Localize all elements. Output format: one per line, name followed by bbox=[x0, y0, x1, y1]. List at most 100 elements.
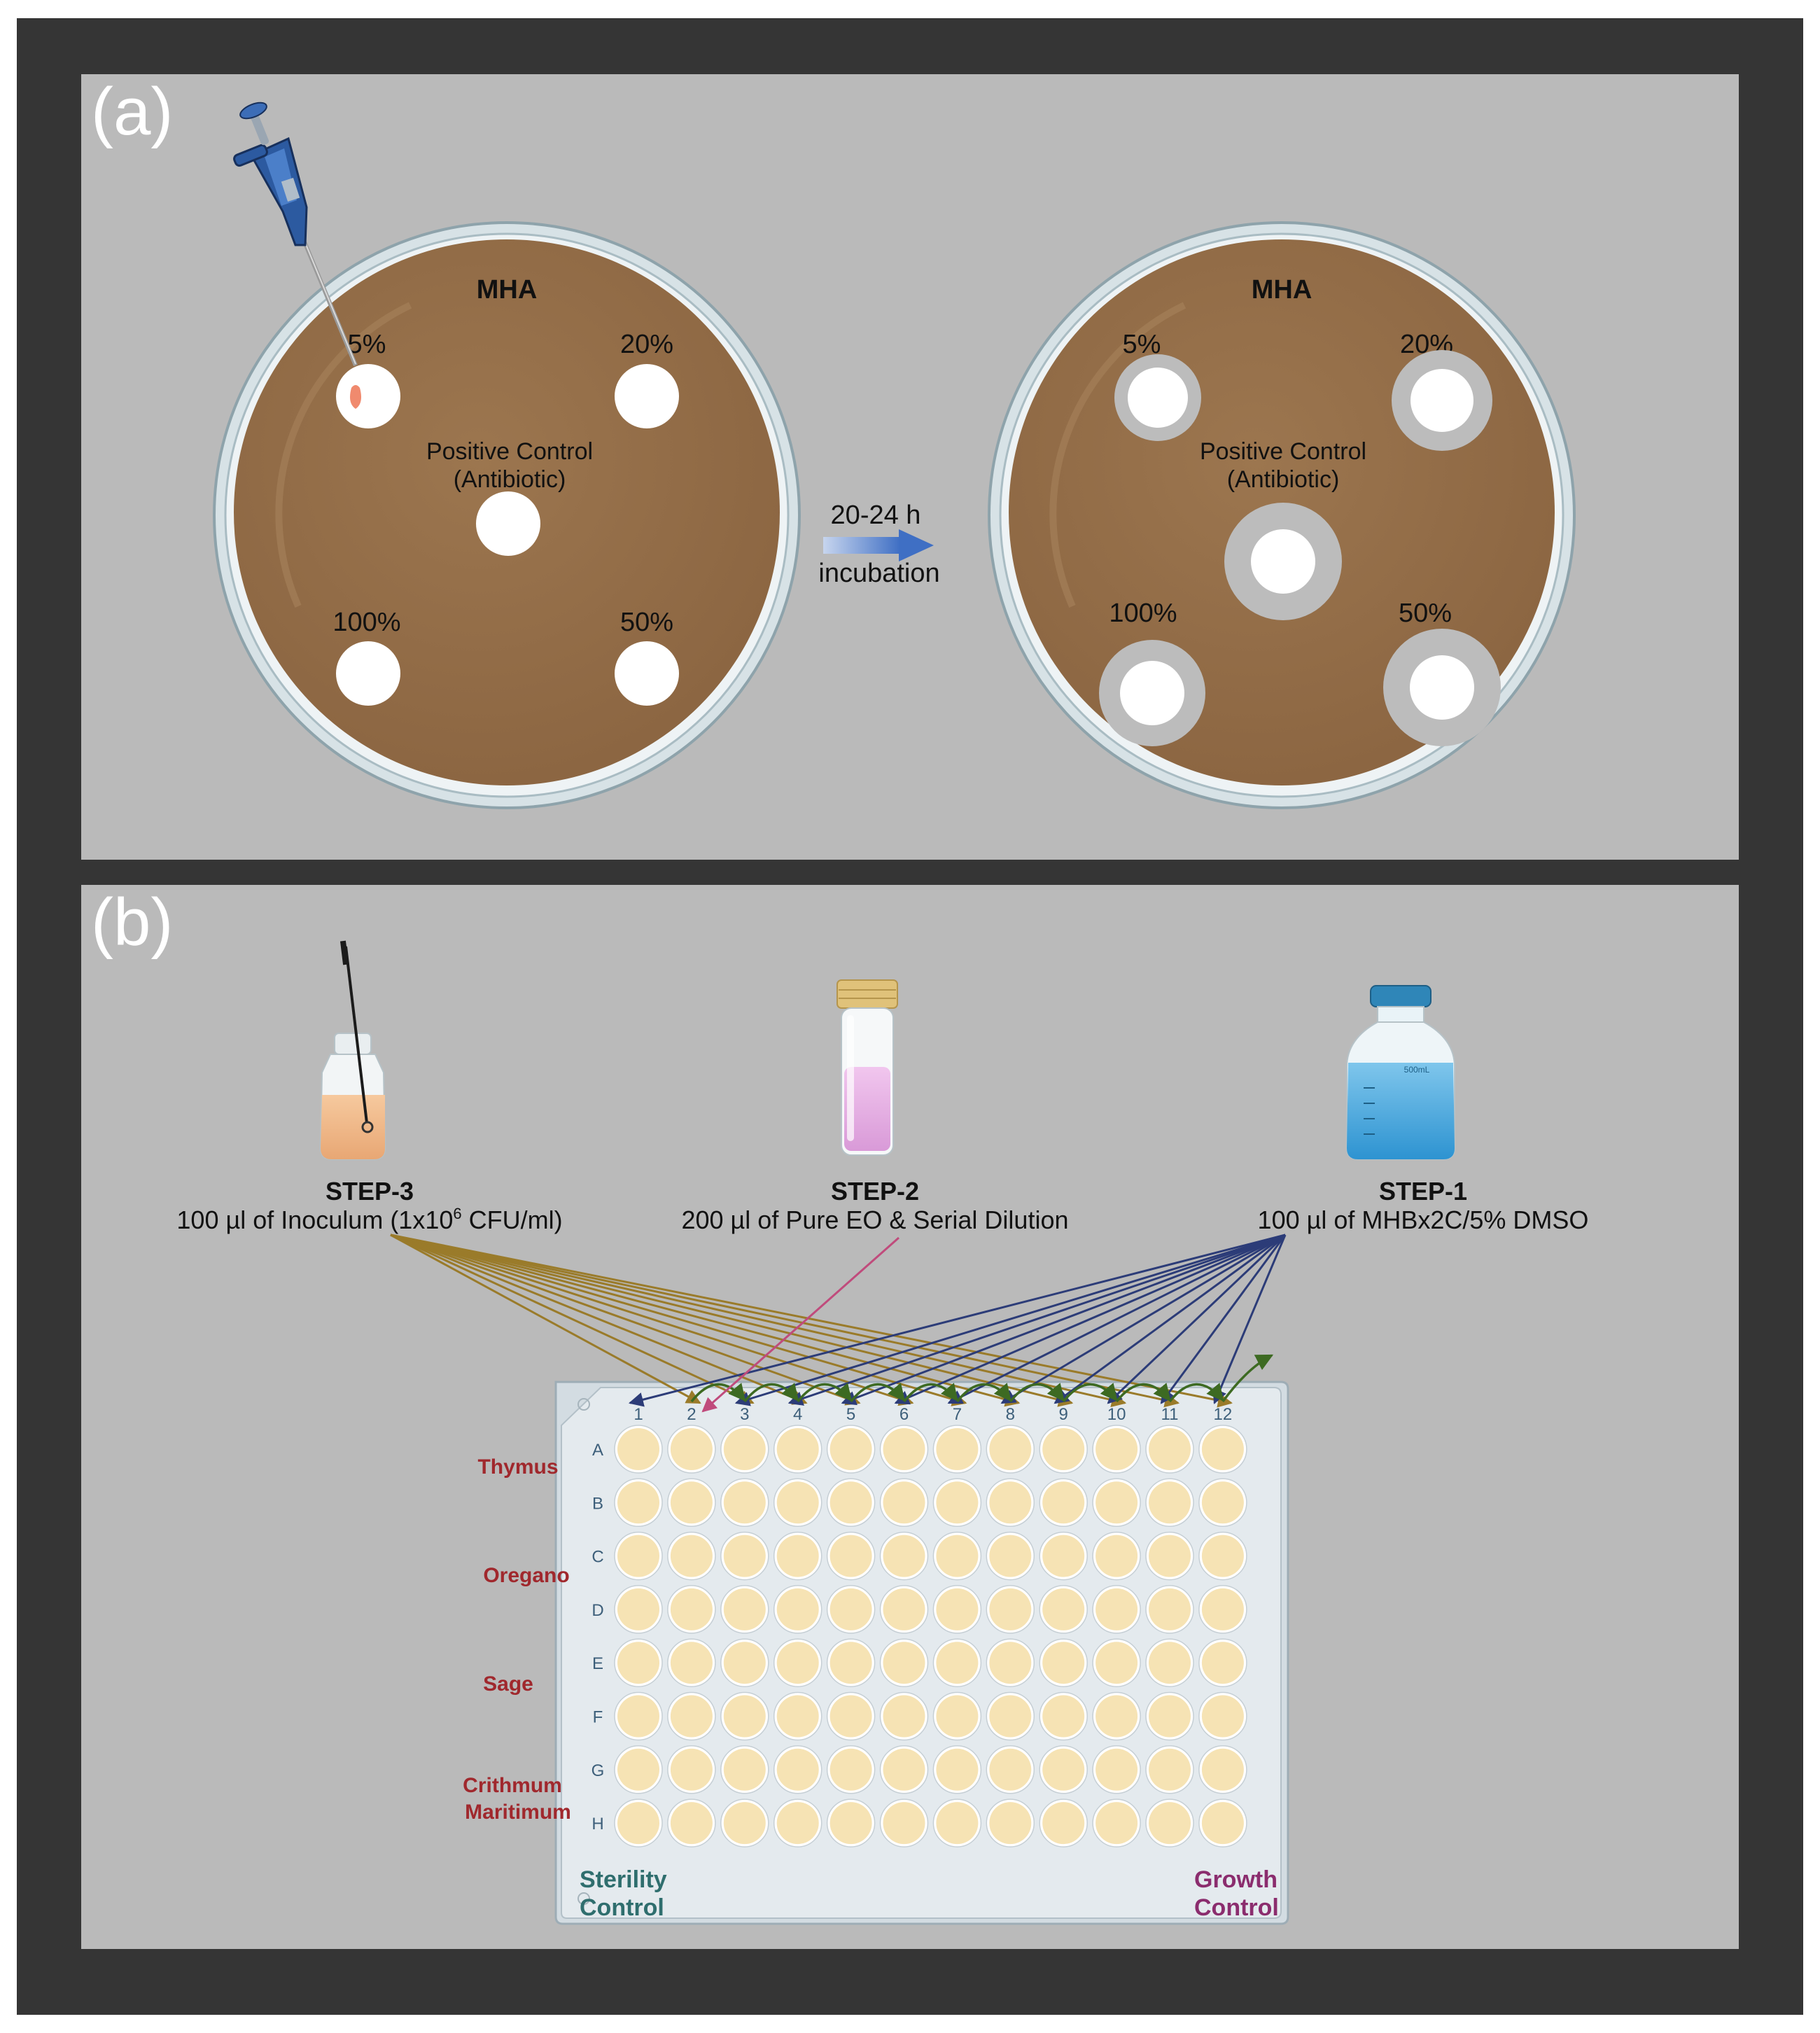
step3-description: 100 µl of Inoculum (1x106 CFU/ml) bbox=[176, 1205, 562, 1234]
sterility-control-line1: Sterility bbox=[580, 1866, 667, 1893]
medium-arrow-3 bbox=[734, 1234, 1286, 1406]
conc-label-100: 100% bbox=[1109, 599, 1177, 628]
well-B6 bbox=[883, 1481, 925, 1524]
well-E5 bbox=[830, 1642, 872, 1684]
dilution-arrow-3 bbox=[743, 1383, 799, 1403]
dilution-arrow-6 bbox=[903, 1383, 958, 1403]
medium-label: MHA bbox=[477, 275, 538, 305]
medium-arrow-11 bbox=[1160, 1234, 1287, 1404]
well-C7 bbox=[936, 1535, 979, 1577]
dilution-arrow-10 bbox=[1115, 1383, 1171, 1403]
well-H7 bbox=[936, 1802, 979, 1845]
well-E2 bbox=[670, 1642, 713, 1684]
inoculum-arrow-5 bbox=[390, 1234, 861, 1406]
well-C3 bbox=[723, 1535, 766, 1577]
well-B7 bbox=[936, 1481, 979, 1524]
eo-arrow bbox=[701, 1236, 899, 1413]
well-E7 bbox=[936, 1642, 979, 1684]
row-label-G: G bbox=[592, 1761, 605, 1780]
well-B11 bbox=[1149, 1481, 1191, 1524]
inoculum-arrow-7 bbox=[390, 1234, 967, 1406]
dilution-arrow-7 bbox=[956, 1383, 1011, 1403]
well-H11 bbox=[1149, 1802, 1191, 1845]
disk-20 bbox=[615, 364, 679, 428]
inoculum-arrow-2 bbox=[390, 1234, 701, 1404]
conc-label-5: 5% bbox=[348, 330, 386, 359]
well-D1 bbox=[617, 1588, 659, 1630]
well-G5 bbox=[830, 1748, 872, 1791]
medium-arrows bbox=[628, 1234, 1287, 1407]
well-H3 bbox=[723, 1802, 766, 1845]
step2-description: 200 µl of Pure EO & Serial Dilution bbox=[681, 1206, 1068, 1234]
medium-arrow-7 bbox=[947, 1234, 1286, 1404]
well-E3 bbox=[723, 1642, 766, 1684]
well-G11 bbox=[1149, 1748, 1191, 1791]
well-A4 bbox=[776, 1428, 819, 1470]
well-F5 bbox=[830, 1695, 872, 1738]
conc-label-50: 50% bbox=[620, 608, 673, 637]
serial-dilution-arrows bbox=[690, 1354, 1274, 1403]
inoculum-arrow-4 bbox=[390, 1234, 808, 1405]
panel-a-label: (a) bbox=[91, 74, 174, 149]
medium-arrow-12 bbox=[1212, 1234, 1287, 1404]
sample-label-sage: Sage bbox=[483, 1672, 533, 1696]
well-D5 bbox=[830, 1588, 872, 1630]
step1-title: STEP-1 bbox=[1379, 1177, 1467, 1206]
medium-bottle-icon: 500mL bbox=[1346, 985, 1455, 1160]
well-G6 bbox=[883, 1748, 925, 1791]
sample-label-crithmum: Crithmum bbox=[463, 1774, 562, 1797]
row-label-A: A bbox=[592, 1441, 603, 1460]
well-E8 bbox=[989, 1642, 1032, 1684]
essential-oil-vial-icon bbox=[836, 979, 898, 1156]
growth-control-line2: Control bbox=[1194, 1894, 1279, 1921]
disk-control bbox=[1251, 529, 1315, 594]
step1-description: 100 µl of MHBx2C/5% DMSO bbox=[1258, 1206, 1589, 1234]
well-D8 bbox=[989, 1588, 1032, 1630]
panel-b: (b) bbox=[81, 885, 1739, 1949]
well-C10 bbox=[1096, 1535, 1138, 1577]
inoculum-arrows bbox=[390, 1234, 1233, 1408]
well-A7 bbox=[936, 1428, 979, 1470]
well-A12 bbox=[1201, 1428, 1244, 1470]
well-A1 bbox=[617, 1428, 659, 1470]
well-H8 bbox=[989, 1802, 1032, 1845]
dilution-arrow-4 bbox=[797, 1383, 853, 1403]
column-label-8: 8 bbox=[1006, 1405, 1015, 1424]
sample-label-thymus: Thymus bbox=[477, 1455, 558, 1479]
medium-arrow-5 bbox=[841, 1234, 1286, 1406]
dilution-arrow-9 bbox=[1062, 1383, 1118, 1403]
well-F4 bbox=[776, 1695, 819, 1738]
conc-label-50: 50% bbox=[1399, 599, 1452, 628]
control-label-line2: (Antibiotic) bbox=[454, 466, 566, 493]
well-C12 bbox=[1201, 1535, 1244, 1577]
well-B10 bbox=[1096, 1481, 1138, 1524]
well-E4 bbox=[776, 1642, 819, 1684]
conc-label-5: 5% bbox=[1123, 330, 1161, 359]
well-A9 bbox=[1042, 1428, 1085, 1470]
column-label-3: 3 bbox=[740, 1405, 749, 1424]
well-A11 bbox=[1149, 1428, 1191, 1470]
disk-50 bbox=[615, 641, 679, 706]
well-G4 bbox=[776, 1748, 819, 1791]
panel-a: (a) MHA 5% 20% 10 bbox=[81, 74, 1739, 860]
well-F7 bbox=[936, 1695, 979, 1738]
well-E6 bbox=[883, 1642, 925, 1684]
well-D3 bbox=[723, 1588, 766, 1630]
well-G2 bbox=[670, 1748, 713, 1791]
well-H1 bbox=[617, 1802, 659, 1845]
medium-arrow-9 bbox=[1054, 1234, 1286, 1404]
well-H4 bbox=[776, 1802, 819, 1845]
growth-control-line1: Growth bbox=[1194, 1866, 1278, 1893]
well-E10 bbox=[1096, 1642, 1138, 1684]
dilution-arrow-11 bbox=[1168, 1383, 1224, 1403]
disk-100 bbox=[336, 641, 400, 706]
figure-frame: (a) MHA 5% 20% 10 bbox=[17, 18, 1803, 2015]
petri-dish-before: MHA 5% 20% 100% 50% Positive Control (An… bbox=[213, 221, 801, 809]
inoculum-vial-icon bbox=[319, 940, 386, 1160]
broth-microdilution-diagram: 500mL STEP-3 100 µl of Inoculum (1x106 C… bbox=[176, 940, 1589, 1925]
well-H10 bbox=[1096, 1802, 1138, 1845]
well-G3 bbox=[723, 1748, 766, 1791]
well-G9 bbox=[1042, 1748, 1085, 1791]
well-F11 bbox=[1149, 1695, 1191, 1738]
row-label-H: H bbox=[592, 1815, 603, 1833]
